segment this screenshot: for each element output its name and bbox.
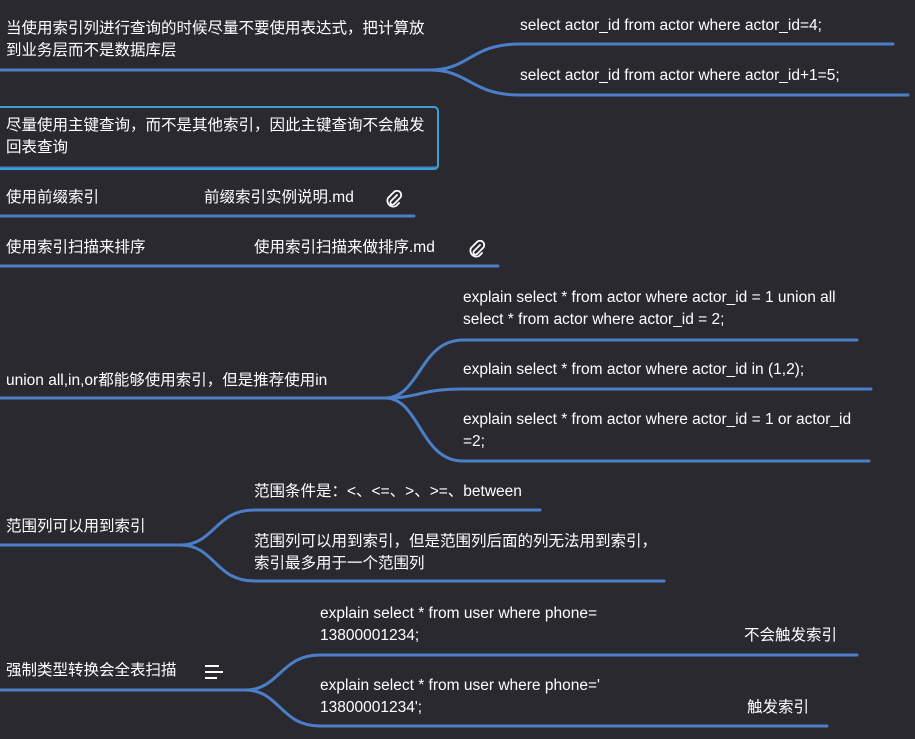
child-union-2[interactable]: explain select * from actor where actor_… — [463, 361, 805, 378]
node-index-sort[interactable]: 使用索引扫描来排序 — [6, 239, 146, 256]
paperclip-icon[interactable] — [468, 240, 486, 258]
edge-union-child1 — [383, 338, 859, 400]
node-union-in-or[interactable]: union all,in,or都能够使用索引，但是推荐使用in — [6, 372, 328, 389]
node-primary-key[interactable]: 尽量使用主键查询，而不是其他索引，因此主键查询不会触发回表查询 — [6, 117, 425, 156]
child-typecast-2[interactable]: explain select * from user where phone='… — [320, 677, 600, 716]
selection-box — [0, 106, 439, 170]
node-prefix-index[interactable]: 使用前缀索引 — [6, 189, 100, 206]
edge-union-child3 — [383, 396, 871, 463]
node-type-cast[interactable]: 强制类型转换会全表扫描 — [6, 662, 177, 679]
child-typecast-1-note[interactable]: 不会触发索引 — [744, 627, 838, 644]
paperclip-icon[interactable] — [385, 190, 403, 208]
edge-typecast-child1 — [243, 653, 859, 692]
child-expression-2[interactable]: select actor_id from actor where actor_i… — [520, 67, 840, 84]
node-expression[interactable]: 当使用索引列进行查询的时候尽量不要使用表达式，把计算放到业务层而不是数据库层 — [6, 20, 425, 59]
node-range-column[interactable]: 范围列可以用到索引 — [6, 518, 146, 535]
child-range-1[interactable]: 范围条件是：<、<=、>、>=、between — [254, 483, 522, 500]
child-expression-1[interactable]: select actor_id from actor where actor_i… — [520, 17, 822, 34]
edge-typecast-child2 — [243, 688, 829, 728]
child-typecast-2-note[interactable]: 触发索引 — [747, 699, 810, 716]
child-union-3[interactable]: explain select * from actor where actor_… — [463, 411, 852, 450]
child-union-1[interactable]: explain select * from actor where actor_… — [463, 289, 836, 328]
edge-range-child1 — [178, 508, 542, 547]
edge-range-child2 — [178, 543, 666, 583]
child-range-2[interactable]: 范围列可以用到索引，但是范围列后面的列无法用到索引，索引最多用于一个范围列 — [254, 533, 658, 572]
child-typecast-1[interactable]: explain select * from user where phone= … — [320, 605, 598, 644]
edge-expression-child1 — [428, 42, 895, 72]
attachment-prefix-index[interactable]: 前缀索引实例说明.md — [204, 189, 354, 206]
notes-icon[interactable] — [205, 665, 223, 681]
edge-union-child2 — [383, 387, 873, 400]
edge-expression-child2 — [428, 68, 910, 97]
attachment-index-sort[interactable]: 使用索引扫描来做排序.md — [254, 239, 435, 256]
